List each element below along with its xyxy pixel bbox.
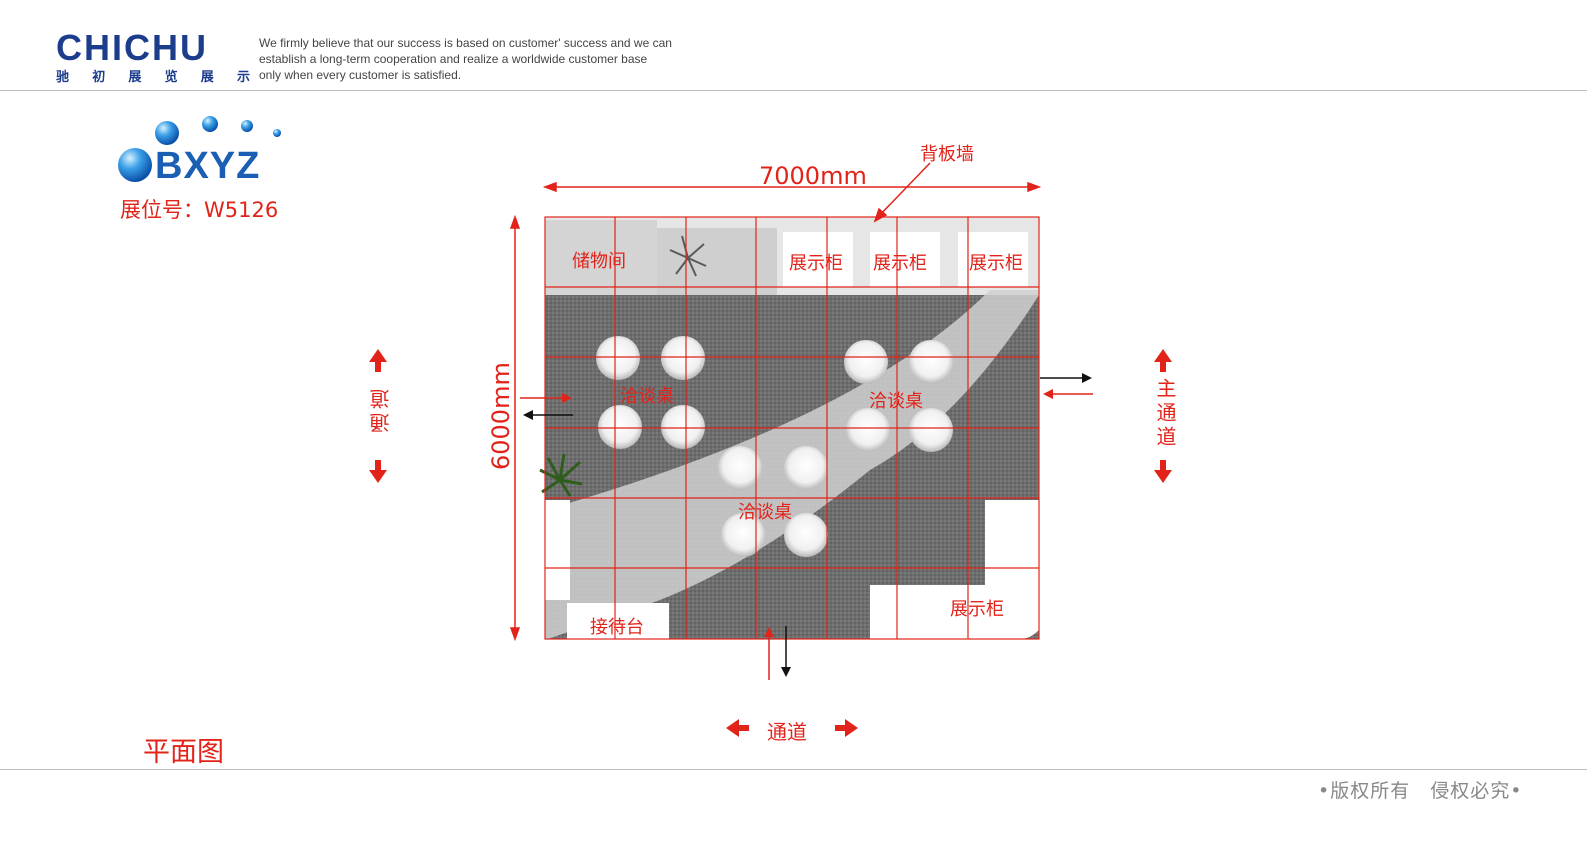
depth-dimension xyxy=(509,214,521,642)
storage-room xyxy=(545,220,657,295)
display-cabinet-3 xyxy=(958,232,1028,287)
chair xyxy=(598,405,642,449)
left-aisle-label: 通道 xyxy=(369,385,393,433)
slogan-line: establish a long-term cooperation and re… xyxy=(259,52,648,66)
back-wall-label: 背板墙 xyxy=(920,144,974,165)
chair xyxy=(784,446,828,490)
chair xyxy=(909,408,953,452)
right-aisle-label: 主通道 xyxy=(1153,378,1177,450)
negotiation-table-label: 洽谈桌 xyxy=(738,502,792,523)
display-cabinet-bottom xyxy=(870,585,1039,639)
left-aisle-arrows xyxy=(369,349,573,483)
plant-icon xyxy=(669,235,707,277)
logo-cn-char: 驰 xyxy=(56,70,70,85)
chair xyxy=(661,405,705,449)
copyright: •版权所有 侵权必究• xyxy=(1318,780,1523,802)
storage-label: 储物间 xyxy=(572,251,626,272)
footer-divider xyxy=(0,769,1587,770)
logo-cn-char: 览 xyxy=(164,70,178,85)
logo-cn-char: 示 xyxy=(236,70,250,85)
reception-desk xyxy=(567,603,669,639)
side-cabinet xyxy=(985,500,1039,585)
negotiation-table-label: 洽谈桌 xyxy=(869,391,923,412)
plant-icon xyxy=(539,453,583,497)
width-label: 7000mm xyxy=(759,162,867,190)
bubbles-icon xyxy=(118,116,281,182)
chichu-logo: CHICHU xyxy=(56,27,208,68)
chair xyxy=(661,336,705,380)
back-wall-pointer xyxy=(873,162,931,223)
storage-side xyxy=(657,228,777,295)
chair xyxy=(844,340,888,384)
logo-cn-char: 展 xyxy=(200,70,214,85)
display-cabinet-1 xyxy=(783,232,853,287)
chair xyxy=(909,340,953,384)
width-dimension xyxy=(542,181,1042,193)
logo-cn-char: 展 xyxy=(128,70,142,85)
reception-label: 接待台 xyxy=(590,617,644,638)
bottom-aisle-arrows xyxy=(726,626,858,737)
logo-cn-char: 初 xyxy=(92,70,106,85)
plan-title: 平面图 xyxy=(143,737,224,768)
bottom-aisle-label: 通道 xyxy=(767,720,807,744)
chair xyxy=(846,408,890,452)
chair xyxy=(596,336,640,380)
grid-lines xyxy=(544,216,1040,640)
display-cabinet-label: 展示柜 xyxy=(873,253,927,274)
display-cabinet-label: 展示柜 xyxy=(789,253,843,274)
reception-wall xyxy=(545,500,570,600)
chair xyxy=(718,446,762,490)
brand-name: BXYZ xyxy=(155,145,261,187)
right-aisle-arrows xyxy=(1040,349,1172,483)
slogan-line: only when every customer is satisfied. xyxy=(259,68,462,82)
chair xyxy=(784,513,828,557)
booth-number: 展位号：W5126 xyxy=(120,198,279,222)
depth-label: 6000mm xyxy=(487,362,515,470)
display-cabinet-2 xyxy=(870,232,940,287)
slogan: We firmly believe that our success is ba… xyxy=(259,35,699,83)
header-divider xyxy=(0,90,1587,91)
chair xyxy=(721,513,765,557)
chichu-logo-cn: 驰 初 展 览 展 示 xyxy=(56,66,250,85)
display-cabinet-label: 展示柜 xyxy=(950,599,1004,620)
slogan-line: We firmly believe that our success is ba… xyxy=(259,36,672,50)
negotiation-table-label: 洽谈桌 xyxy=(620,386,674,407)
display-cabinet-label: 展示柜 xyxy=(969,253,1023,274)
